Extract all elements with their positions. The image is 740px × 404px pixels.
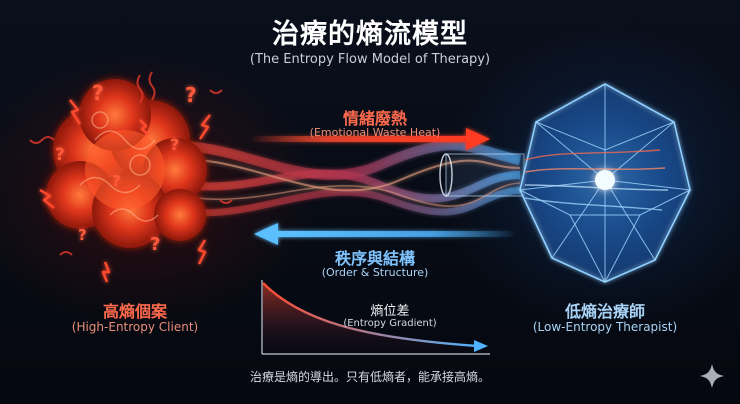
lightning-icon <box>139 119 149 136</box>
lightning-icon <box>69 99 81 125</box>
gradient-label-en: (Entropy Gradient) <box>343 318 437 329</box>
question-mark-icon: ? <box>78 226 87 244</box>
gradient-arrowhead <box>474 340 488 352</box>
cloud-swirls <box>79 111 159 222</box>
question-mark-icon: ? <box>150 234 160 255</box>
question-mark-icon: ? <box>170 135 179 154</box>
question-mark-icon: ? <box>112 172 121 190</box>
chaos-squiggle <box>136 74 144 104</box>
order-structure-arrow <box>254 223 516 245</box>
therapist-label: 低熵治療師 <box>564 302 645 321</box>
question-mark-icon: ? <box>55 145 65 165</box>
client-label: 高熵個案 <box>102 302 167 321</box>
chaos-cloud-icon <box>46 79 207 248</box>
lightning-icon <box>199 114 211 140</box>
lightning-icon <box>197 239 207 265</box>
entropy-gradient-chart <box>261 280 490 355</box>
waste-heat-arrow <box>250 128 490 150</box>
gradient-curve <box>262 282 479 348</box>
gradient-label: 熵位差 <box>370 304 410 319</box>
chaos-squiggle <box>148 71 156 101</box>
page-title: 治療的熵流模型 <box>272 19 468 50</box>
chaos-squiggle <box>59 251 73 256</box>
lightning-icon <box>101 261 111 283</box>
entropy-stream <box>148 140 521 217</box>
sparkle-icon <box>700 364 724 388</box>
question-mark-icon: ? <box>185 83 197 107</box>
crystal-icosahedron-icon <box>510 83 700 284</box>
chaos-squiggle <box>219 199 233 204</box>
therapist-label-en: (Low-Entropy Therapist) <box>532 320 678 334</box>
waste-heat-label: 情緒廢熱 <box>342 109 407 128</box>
lightning-icon <box>39 188 55 209</box>
page-subtitle: (The Entropy Flow Model of Therapy) <box>249 52 491 67</box>
client-label-en: (High-Entropy Client) <box>71 320 199 334</box>
chaos-squiggle <box>29 136 55 144</box>
order-structure-label: 秩序與結構 <box>334 249 415 268</box>
footer-caption: 治療是熵的導出。只有低熵者，能承接高熵。 <box>249 370 490 384</box>
order-structure-label-en: (Order & Structure) <box>321 266 429 279</box>
question-mark-icon: ? <box>92 81 104 105</box>
waste-heat-label-en: (Emotional Waste Heat) <box>309 126 441 139</box>
chaos-squiggle <box>209 89 223 94</box>
